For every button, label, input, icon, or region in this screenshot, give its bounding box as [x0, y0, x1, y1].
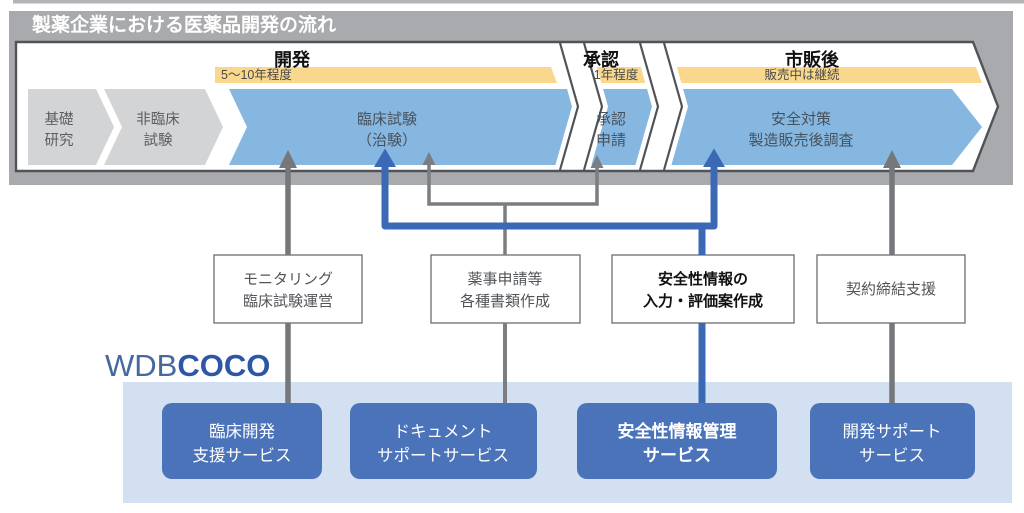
phase-separator-2-right-line [662, 42, 684, 171]
duration-development: 5〜10年程度 [221, 67, 292, 82]
step-approval-application-line1: 承認 [596, 111, 626, 128]
step-clinical-trial-line1: 臨床試験 [357, 111, 417, 128]
arrowhead-to-postmarket [883, 150, 901, 168]
task-box-regulatory-docs [430, 254, 581, 324]
service-button-safety-info[interactable] [577, 403, 777, 479]
service-button-document[interactable] [350, 403, 537, 479]
phase-separator-1 [554, 43, 608, 170]
service-document-line1: ドキュメント [394, 423, 493, 441]
phase-separator-1-right-line [582, 42, 604, 171]
step-nonclinical-line1: 非臨床 [136, 111, 180, 128]
arrowhead-to-clinical-trial-small [422, 152, 436, 165]
duration-approval: 1年程度 [594, 67, 639, 82]
phase-postmarket-label: 市販後 [785, 49, 840, 70]
duration-postmarket: 販売中は継続 [764, 67, 840, 82]
phase-separator-2-left-line [638, 42, 660, 171]
service-dev-support-line2: サービス [859, 446, 925, 465]
step-basic-research-line2: 研究 [45, 132, 74, 149]
service-clinical-dev-line2: 支援サービス [193, 446, 292, 465]
service-document-line2: サポートサービス [377, 446, 509, 465]
step-safety-measures-line1: 安全対策 [771, 110, 831, 128]
arrowhead-to-clinical-trial [279, 150, 297, 168]
arrow-safety-branch [381, 165, 718, 230]
task-box-monitoring [213, 254, 363, 324]
phase-approval-label: 承認 [583, 49, 619, 70]
duration-bar-postmarket [674, 67, 982, 83]
task-box-safety-info [611, 254, 795, 324]
task-monitoring-line2: 臨床試験運営 [243, 293, 333, 310]
arrowhead-safety-to-clinical-trial [374, 148, 396, 167]
step-nonclinical-line2: 試験 [144, 132, 173, 149]
service-safety-line1: 安全性情報管理 [618, 421, 737, 441]
task-safety-line2: 入力・評価案作成 [643, 292, 763, 310]
service-button-dev-support[interactable] [810, 403, 975, 479]
service-dev-support-line1: 開発サポート [843, 422, 942, 441]
wdbcoco-logo: WDBCOCO [105, 348, 270, 383]
arrowhead-safety-to-postmarket [703, 148, 725, 167]
phase-separator-2 [634, 43, 688, 170]
service-button-clinical-dev[interactable] [162, 403, 322, 479]
task-safety-line1: 安全性情報の [658, 270, 748, 288]
logo-wdb: WDB [105, 348, 177, 383]
logo-coco: COCO [177, 348, 270, 383]
step-safety-measures-line2: 製造販売後調査 [748, 132, 853, 149]
top-divider [13, 0, 1024, 4]
step-approval-application-line2: 申請 [596, 132, 626, 149]
diagram-title: 製薬企業における医薬品開発の流れ [31, 13, 336, 36]
task-regulatory-line2: 各種書類作成 [460, 293, 550, 310]
task-monitoring-line1: モニタリング [243, 271, 333, 288]
step-basic-research-chevron [28, 89, 114, 165]
task-contract-line1: 契約締結支援 [846, 281, 936, 298]
duration-bar-development [215, 67, 557, 83]
duration-bar-approval [586, 67, 647, 83]
step-nonclinical-chevron [104, 89, 223, 165]
step-clinical-trial-line2: （治験） [357, 132, 417, 149]
arrow-regulatory-bracket [427, 163, 599, 206]
phase-development-label: 開発 [274, 49, 311, 70]
phase-separator-1-left-line [558, 42, 580, 171]
service-clinical-dev-line1: 臨床開発 [209, 422, 276, 441]
clinical-band [229, 89, 982, 165]
process-box-border [14, 40, 1000, 173]
step-basic-research-line1: 基礎 [45, 111, 74, 128]
arrowhead-to-approval-application [590, 155, 604, 168]
service-safety-line2: サービス [643, 446, 711, 465]
task-regulatory-line1: 薬事申請等 [467, 270, 542, 288]
